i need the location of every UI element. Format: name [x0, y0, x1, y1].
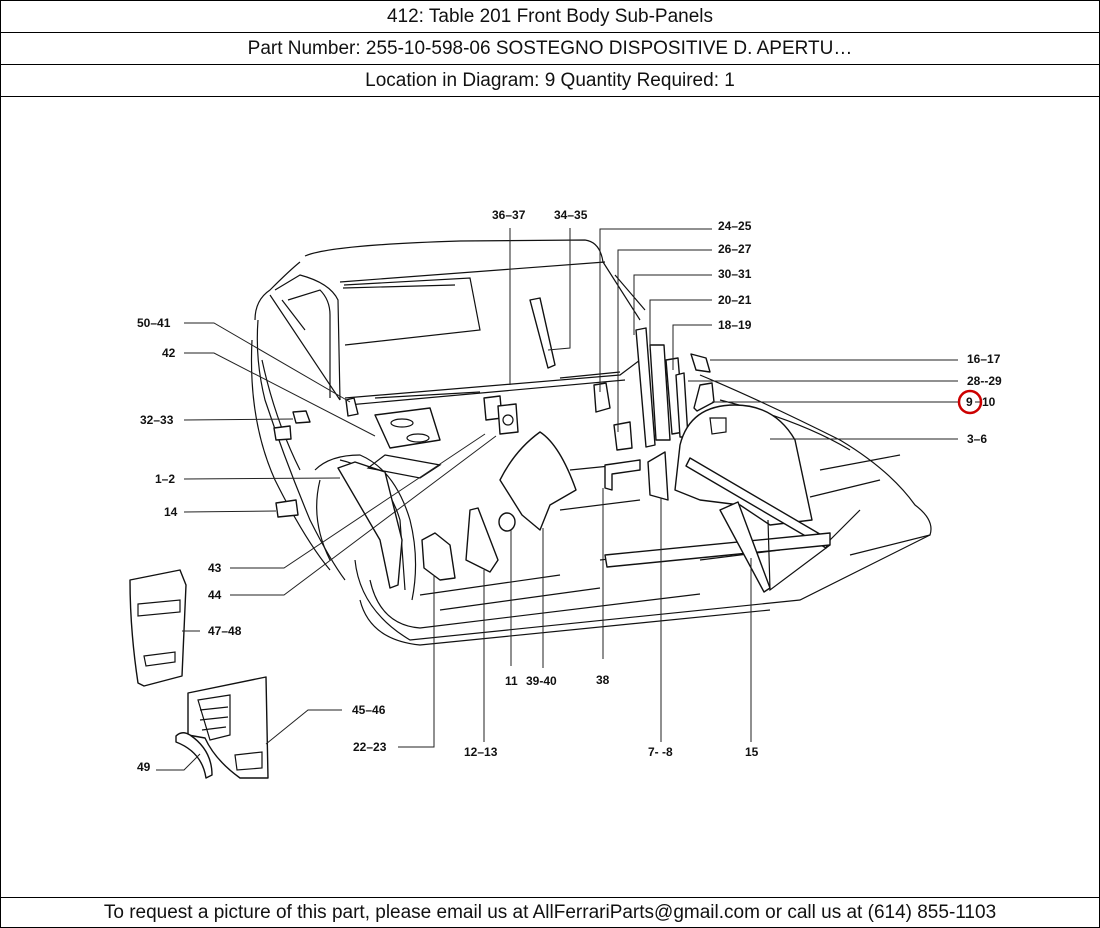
- callout-26-27[interactable]: 26–27: [718, 242, 752, 256]
- callout-24-25[interactable]: 24–25: [718, 219, 752, 233]
- callout-42[interactable]: 42: [162, 346, 176, 360]
- callout-14[interactable]: 14: [164, 505, 178, 519]
- highlight-circle: [957, 389, 983, 415]
- callout-28-29[interactable]: 28--29: [967, 374, 1002, 388]
- part-number: Part Number: 255-10-598-06 SOSTEGNO DISP…: [1, 33, 1099, 65]
- callout-15[interactable]: 15: [745, 745, 759, 759]
- callout-9[interactable]: 9: [966, 395, 973, 409]
- callout-43[interactable]: 43: [208, 561, 222, 575]
- callout-22-23[interactable]: 22–23: [353, 740, 387, 754]
- location-quantity: Location in Diagram: 9 Quantity Required…: [1, 65, 1099, 97]
- callout-3-6[interactable]: 3–6: [967, 432, 987, 446]
- callout-labels: 36–37 34–35 24–25 26–27 30–31 20–21 18–1…: [137, 208, 1002, 774]
- contact-footer: To request a picture of this part, pleas…: [1, 897, 1099, 928]
- leader-lines: [156, 228, 958, 771]
- callout-47-48[interactable]: 47–48: [208, 624, 242, 638]
- callout-45-46[interactable]: 45–46: [352, 703, 386, 717]
- callout-12-13[interactable]: 12–13: [464, 745, 498, 759]
- callout-20-21[interactable]: 20–21: [718, 293, 752, 307]
- callout-10[interactable]: 10: [982, 395, 996, 409]
- callout-44[interactable]: 44: [208, 588, 222, 602]
- callout-36-37[interactable]: 36–37: [492, 208, 526, 222]
- callout-39-40[interactable]: 39-40: [526, 674, 557, 688]
- parts-diagram: 36–37 34–35 24–25 26–27 30–31 20–21 18–1…: [1, 97, 1099, 896]
- diagram-title: 412: Table 201 Front Body Sub-Panels: [1, 1, 1099, 33]
- callout-30-31[interactable]: 30–31: [718, 267, 752, 281]
- callout-34-35[interactable]: 34–35: [554, 208, 588, 222]
- callout-11[interactable]: 11: [505, 674, 518, 688]
- callout-49[interactable]: 49: [137, 760, 151, 774]
- callout-7-8[interactable]: 7- -8: [648, 745, 673, 759]
- callout-1-2[interactable]: 1–2: [155, 472, 175, 486]
- callout-38[interactable]: 38: [596, 673, 610, 687]
- car-body-outline: [250, 239, 932, 646]
- callout-16-17[interactable]: 16–17: [967, 352, 1001, 366]
- callout-18-19[interactable]: 18–19: [718, 318, 752, 332]
- callout-32-33[interactable]: 32–33: [140, 413, 174, 427]
- callout-50-41[interactable]: 50–41: [137, 316, 171, 330]
